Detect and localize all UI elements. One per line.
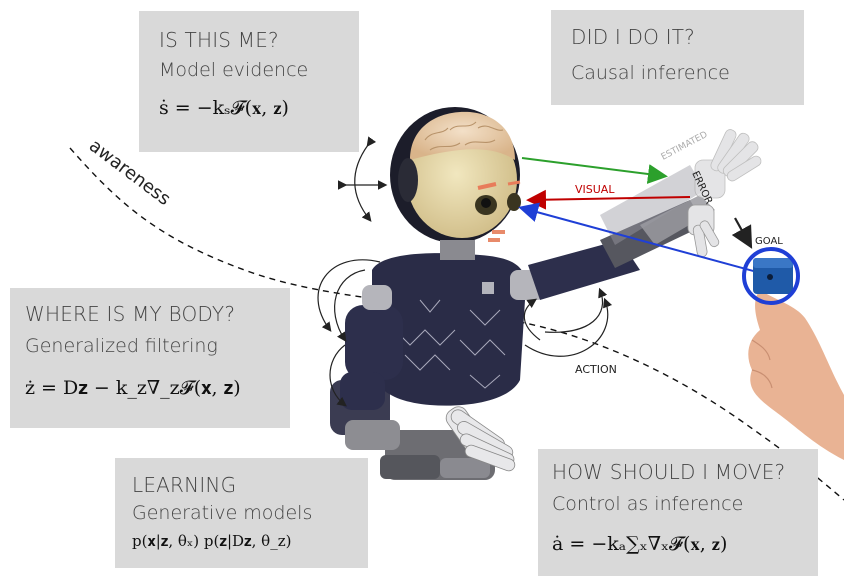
box-heading: LEARNING: [132, 473, 237, 497]
head-motion-arrows: [337, 136, 388, 222]
estimated-arrow: [521, 157, 668, 184]
box-heading: DID I DO IT?: [571, 25, 695, 49]
goal-cube: [753, 258, 793, 294]
box-learning: LEARNING Generative models p(𝐱|𝐳, θₓ) p(…: [115, 458, 368, 568]
box-did-i-do-it: DID I DO IT? Causal inference: [551, 10, 804, 105]
goal-circle: [742, 247, 800, 305]
generalized-filtering-equation: ż = D𝐳 − k_z∇_z𝓕(𝐱, 𝐳): [25, 377, 241, 399]
model-evidence-equation: ṡ = −kₛ𝓕(𝐱, 𝐳): [159, 97, 289, 119]
human-hand-illustration: [748, 290, 844, 460]
goal-label: GOAL: [755, 236, 783, 247]
box-is-this-me: IS THIS ME? Model evidence ṡ = −kₛ𝓕(𝐱, 𝐳…: [139, 11, 359, 152]
error-arrow: [731, 217, 753, 249]
box-subheading: Control as inference: [552, 493, 744, 515]
box-subheading: Model evidence: [159, 59, 309, 81]
box-heading: WHERE IS MY BODY?: [25, 302, 236, 326]
action-arrow: [544, 287, 608, 333]
box-how-should-i-move: HOW SHOULD I MOVE? Control as inference …: [538, 449, 818, 576]
box-subheading: Generative models: [132, 502, 313, 524]
box-heading: HOW SHOULD I MOVE?: [552, 460, 786, 484]
goal-arrow: [518, 202, 769, 276]
arm-motion-arrows: [317, 259, 613, 407]
visual-arrow: [526, 189, 691, 210]
action-label: ACTION: [575, 363, 617, 376]
box-subheading: Generalized filtering: [25, 335, 218, 357]
box-where-is-my-body: WHERE IS MY BODY? Generalized filtering …: [10, 288, 290, 428]
generative-model-equation: p(𝐱|𝐳, θₓ) p(𝐳|D𝐳, θ_z): [132, 532, 292, 550]
estimated-label: ESTIMATED: [660, 130, 710, 163]
visual-label: VISUAL: [575, 183, 615, 196]
box-heading: IS THIS ME?: [159, 28, 279, 52]
box-subheading: Causal inference: [571, 62, 730, 84]
robot-illustration: [330, 107, 762, 480]
control-as-inference-equation: ȧ = −kₐ∑ₓ∇ₓ𝓕(𝐱, 𝐳): [552, 533, 728, 555]
